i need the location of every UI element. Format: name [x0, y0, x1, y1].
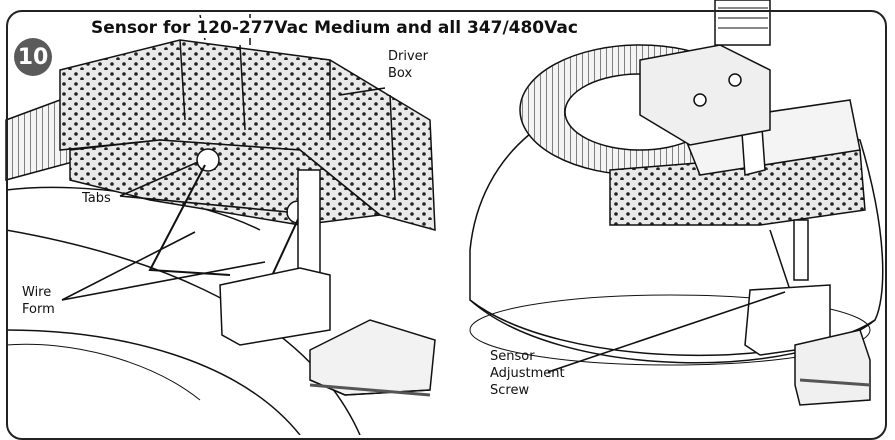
left-view [5, 14, 436, 435]
callout-line: Driver [388, 49, 429, 64]
step-number-badge: 10 [14, 38, 52, 76]
wire-form-leader [61, 231, 196, 301]
panel-frame [6, 10, 887, 440]
instruction-title: Sensor for 120-277Vac Medium and all 347… [88, 18, 581, 38]
wire-form-callout: Wire Form [22, 284, 55, 318]
callout-line: Form [22, 302, 55, 317]
sensor-post [793, 219, 809, 281]
sensor-body [219, 267, 331, 346]
callout-line: Tabs [82, 191, 111, 206]
tabs-leader [119, 195, 289, 213]
callout-line: Screw [490, 383, 530, 398]
tabs-leader [119, 161, 199, 197]
callout-line: Box [388, 66, 413, 81]
driver-box-leader [339, 87, 386, 96]
wire-form-leader [61, 261, 266, 301]
tabs-callout: Tabs [82, 190, 111, 207]
sensor-adjustment-screw-callout: Sensor Adjustment Screw [490, 348, 565, 399]
driver-box-callout: Driver Box [388, 48, 428, 82]
tab-circle [196, 148, 220, 172]
callout-line: Wire [22, 285, 52, 300]
adjustment-screw-leader [547, 291, 786, 373]
callout-line: Sensor [490, 349, 535, 364]
right-view [469, 0, 884, 406]
callout-line: Adjustment [490, 366, 565, 381]
leader-lines [61, 87, 786, 373]
